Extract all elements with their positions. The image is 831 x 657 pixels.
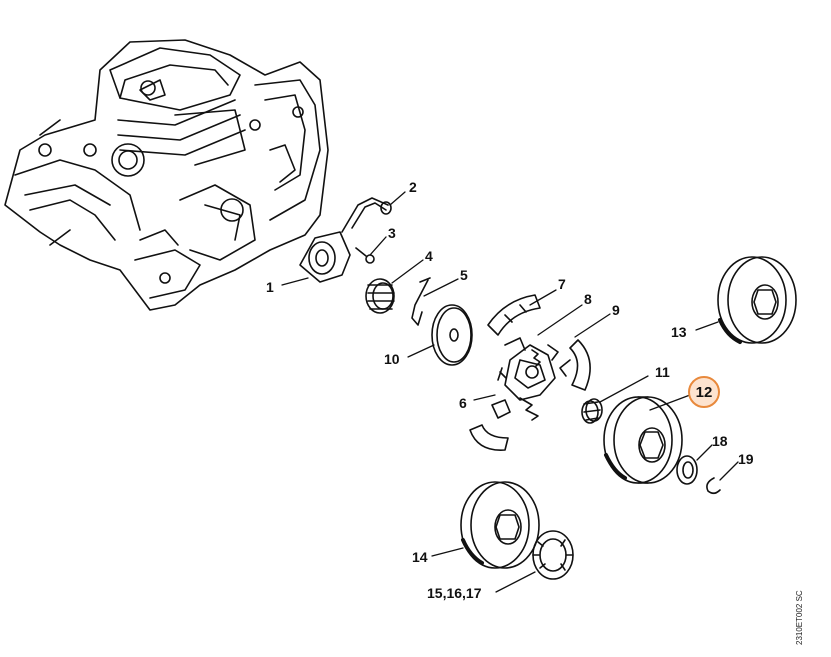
screw-drawing: [355, 247, 375, 264]
callout-4[interactable]: 4: [425, 248, 433, 264]
oil-pump-drawing: [299, 231, 351, 283]
clutch-shoe-right-drawing: [569, 339, 591, 391]
rim-sprocket-drawing: [532, 530, 574, 580]
callout-7[interactable]: 7: [558, 276, 566, 292]
e-clip-drawing: [706, 477, 721, 495]
drawing-code: 2310ET002 SC: [795, 590, 804, 645]
callout-15-16-17[interactable]: 15,16,17: [427, 585, 482, 601]
callout-1[interactable]: 1: [266, 279, 274, 295]
callout-19[interactable]: 19: [738, 451, 754, 467]
callout-18[interactable]: 18: [712, 433, 728, 449]
spur-sprocket-drum-drawing: [460, 481, 540, 569]
callout-9[interactable]: 9: [612, 302, 620, 318]
callout-10[interactable]: 10: [384, 351, 400, 367]
clutch-shoe-bottom-drawing: [469, 424, 509, 451]
callout-14[interactable]: 14: [412, 549, 428, 565]
callout-2[interactable]: 2: [409, 179, 417, 195]
leader-lines: [281, 191, 739, 593]
needle-cage-drawing: [581, 398, 603, 424]
callout-3[interactable]: 3: [388, 225, 396, 241]
rim-sprocket-drum-drawing: [717, 256, 797, 344]
clutch-shoe-top-drawing: [487, 294, 541, 336]
callout-13[interactable]: 13: [671, 324, 687, 340]
worm-gear-drawing: [365, 278, 395, 314]
clutch-drum-drawing: [603, 396, 683, 484]
clutch-spring-drawing: [531, 349, 541, 367]
clutch-spider-drawing: [504, 337, 559, 401]
spring-wire-drawing: [411, 277, 431, 326]
washer-disc-drawing: [431, 304, 473, 366]
washer-drawing: [676, 455, 698, 485]
callout-6[interactable]: 6: [459, 395, 467, 411]
callout-12-highlighted[interactable]: 12: [688, 376, 720, 408]
engine-housing-drawing: [4, 39, 329, 311]
callout-11[interactable]: 11: [655, 364, 670, 380]
callout-8[interactable]: 8: [584, 291, 592, 307]
oil-hose-drawing: [341, 197, 389, 233]
callout-5[interactable]: 5: [460, 267, 468, 283]
